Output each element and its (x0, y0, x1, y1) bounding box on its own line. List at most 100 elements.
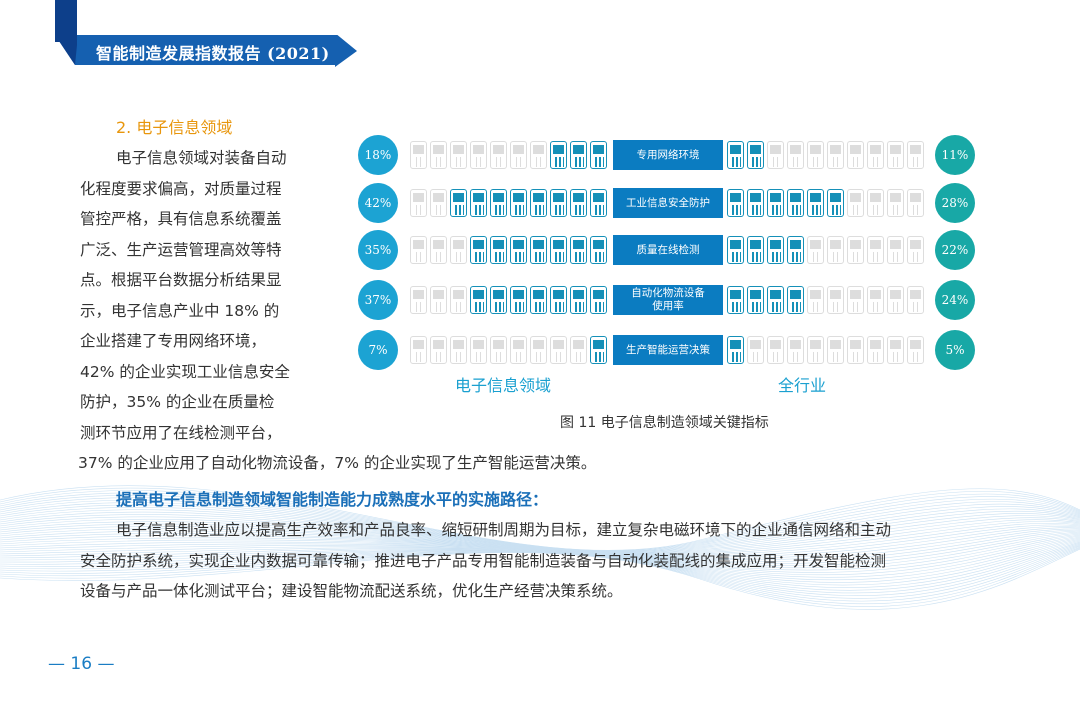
phone-icon-empty (827, 336, 844, 364)
right-icon-group (727, 336, 924, 364)
phone-icon-empty (887, 286, 904, 314)
phone-icon-empty (847, 141, 864, 169)
phone-icon-empty (887, 189, 904, 217)
header-title: 智能制造发展指数报告 (2021) (96, 44, 330, 63)
phone-icon-filled (747, 286, 764, 314)
page-number: — 16 — (48, 654, 115, 674)
phone-icon-empty (907, 141, 924, 169)
phone-icon-empty (807, 236, 824, 264)
phone-icon-filled (570, 189, 587, 217)
category-label: 质量在线检测 (613, 235, 723, 265)
phone-icon-filled (727, 189, 744, 217)
phone-icon-filled (550, 236, 567, 264)
phone-icon-filled (490, 189, 507, 217)
page-number-value: 16 (70, 654, 93, 674)
header-arrow-banner (55, 35, 357, 67)
phone-icon-filled (570, 141, 587, 169)
phone-icon-filled (570, 286, 587, 314)
decorative-wave-background (0, 485, 1080, 610)
phone-icon-empty (807, 286, 824, 314)
phone-icon-filled (727, 286, 744, 314)
phone-icon-empty (430, 189, 447, 217)
phone-icon-empty (867, 141, 884, 169)
phone-icon-filled (807, 189, 824, 217)
phone-icon-empty (847, 236, 864, 264)
left-value-bubble: 42% (358, 183, 398, 223)
phone-icon-empty (907, 336, 924, 364)
text-line: 广泛、生产运营管理高效等特 (80, 240, 282, 259)
phone-icon-empty (907, 286, 924, 314)
phone-icon-filled (470, 189, 487, 217)
phone-icon-filled (767, 189, 784, 217)
right-icon-group (727, 141, 924, 169)
phone-icon-filled (590, 336, 607, 364)
phone-icon-empty (887, 336, 904, 364)
left-icon-group (410, 189, 607, 217)
phone-icon-empty (490, 141, 507, 169)
phone-icon-filled (590, 189, 607, 217)
phone-icon-empty (490, 336, 507, 364)
right-icon-group (727, 189, 924, 217)
phone-icon-filled (470, 286, 487, 314)
phone-icon-empty (807, 336, 824, 364)
phone-icon-empty (450, 236, 467, 264)
phone-icon-filled (727, 236, 744, 264)
phone-icon-filled (787, 286, 804, 314)
subheading: 提高电子信息制造领域智能制造能力成熟度水平的实施路径： (116, 490, 549, 509)
phone-icon-empty (907, 189, 924, 217)
text-line: 管控严格，具有信息系统覆盖 (80, 210, 282, 228)
phone-icon-empty (450, 141, 467, 169)
category-label: 专用网络环境 (613, 140, 723, 170)
right-value-bubble: 22% (935, 230, 975, 270)
left-icon-group (410, 336, 607, 364)
left-value-bubble: 37% (358, 280, 398, 320)
right-value-bubble: 28% (935, 183, 975, 223)
phone-icon-filled (530, 189, 547, 217)
phone-icon-empty (807, 141, 824, 169)
phone-icon-empty (867, 236, 884, 264)
header-bar (55, 0, 77, 42)
left-value-bubble: 7% (358, 330, 398, 370)
text-line: 设备与产品一体化测试平台；建设智能物流配送系统，优化生产经营决策系统。 (80, 582, 623, 600)
phone-icon-empty (767, 141, 784, 169)
phone-icon-filled (530, 236, 547, 264)
phone-icon-empty (867, 189, 884, 217)
phone-icon-filled (827, 189, 844, 217)
phone-icon-empty (530, 336, 547, 364)
right-icon-group (727, 286, 924, 314)
phone-icon-filled (767, 286, 784, 314)
text-line: 企业搭建了专用网络环境， (80, 332, 267, 350)
category-label-line: 自动化物流设备 (631, 287, 705, 299)
left-icon-group (410, 141, 607, 169)
phone-icon-filled (550, 286, 567, 314)
phone-icon-empty (510, 141, 527, 169)
text-line: 测环节应用了在线检测平台， (80, 423, 282, 442)
phone-icon-empty (430, 236, 447, 264)
phone-icon-empty (450, 336, 467, 364)
phone-icon-empty (827, 236, 844, 264)
phone-icon-filled (550, 141, 567, 169)
legend-right-all-industry: 全行业 (778, 376, 827, 395)
phone-icon-filled (727, 141, 744, 169)
text-line: 点。根据平台数据分析结果显 (80, 271, 282, 289)
phone-icon-filled (490, 286, 507, 314)
phone-icon-filled (450, 189, 467, 217)
legend-left-electronics: 电子信息领域 (455, 376, 552, 395)
text-line: 防护，35% 的企业在质量检 (80, 393, 275, 411)
category-label: 生产智能运营决策 (613, 335, 723, 365)
phone-icon-empty (430, 286, 447, 314)
text-line: 电子信息制造业应以提高生产效率和产品良率、缩短研制周期为目标，建立复杂电磁环境下… (116, 521, 892, 539)
paragraph-intro: 电子信息领域对装备自动 化程度要求偏高，对质量过程 管控严格，具有信息系统覆盖 … (78, 143, 596, 479)
text-line: 化程度要求偏高，对质量过程 (80, 179, 282, 198)
phone-icon-filled (747, 189, 764, 217)
left-icon-group (410, 236, 607, 264)
phone-icon-filled (787, 189, 804, 217)
phone-icon-empty (410, 336, 427, 364)
phone-icon-filled (747, 141, 764, 169)
left-value-bubble: 18% (358, 135, 398, 175)
phone-icon-filled (767, 236, 784, 264)
phone-icon-filled (727, 336, 744, 364)
phone-icon-empty (787, 336, 804, 364)
